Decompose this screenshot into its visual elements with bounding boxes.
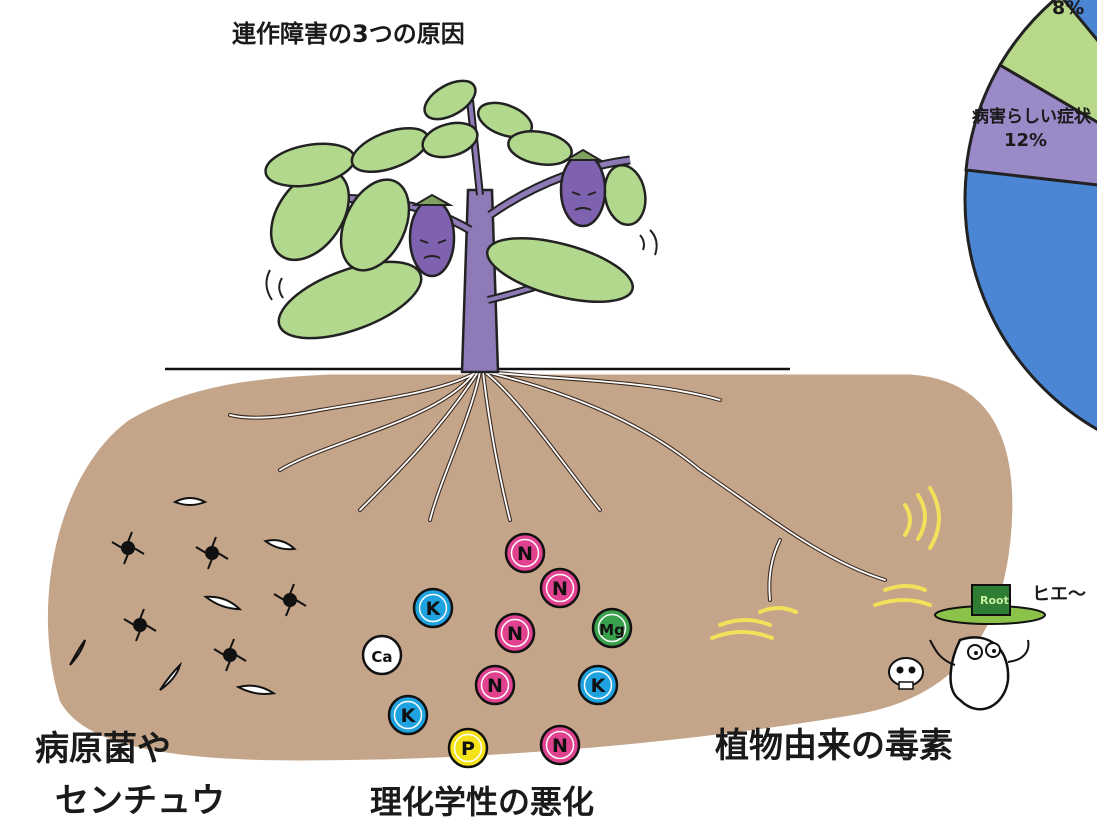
ion-n: N [541, 726, 579, 764]
ion-k: K [414, 589, 452, 627]
ion-label: N [517, 543, 533, 565]
ion-label: Mg [599, 621, 625, 639]
ion-label: N [552, 578, 568, 600]
pie-label-8: 8% [1052, 0, 1084, 19]
ion-n: N [496, 614, 534, 652]
ion-label: N [487, 675, 503, 697]
ion-label: K [401, 705, 417, 727]
critter-exclaim: ヒエ～ [1032, 584, 1086, 605]
ion-label: P [461, 738, 475, 760]
ion-label: Ca [371, 648, 392, 666]
cause-soil-label: 理化学性の悪化 [370, 783, 594, 821]
critter-hat-text: Root [980, 594, 1009, 607]
ion-k: K [389, 696, 427, 734]
ion-mg: Mg [593, 609, 631, 647]
diagram-title: 連作障害の3つの原因 [232, 20, 465, 48]
cause-toxins-label: 植物由来の毒素 [715, 726, 953, 766]
ion-label: K [591, 675, 607, 697]
ion-k: K [579, 666, 617, 704]
ion-label: K [426, 598, 442, 620]
ion-ca: Ca [363, 636, 401, 674]
cause-pathogens-line1: 病原菌や [35, 729, 171, 769]
ion-n: N [506, 534, 544, 572]
ion-label: N [507, 623, 523, 645]
pie-label-12: 12% [1004, 130, 1047, 151]
pie-chart: 8% 病害らしい症状 12% [965, 0, 1097, 465]
ion-label: N [552, 735, 568, 757]
cause-pathogens-line2: センチュウ [55, 781, 225, 821]
ion-n: N [476, 666, 514, 704]
ion-n: N [541, 569, 579, 607]
ion-p: P [449, 729, 487, 767]
pie-label-disease: 病害らしい症状 [972, 106, 1092, 127]
